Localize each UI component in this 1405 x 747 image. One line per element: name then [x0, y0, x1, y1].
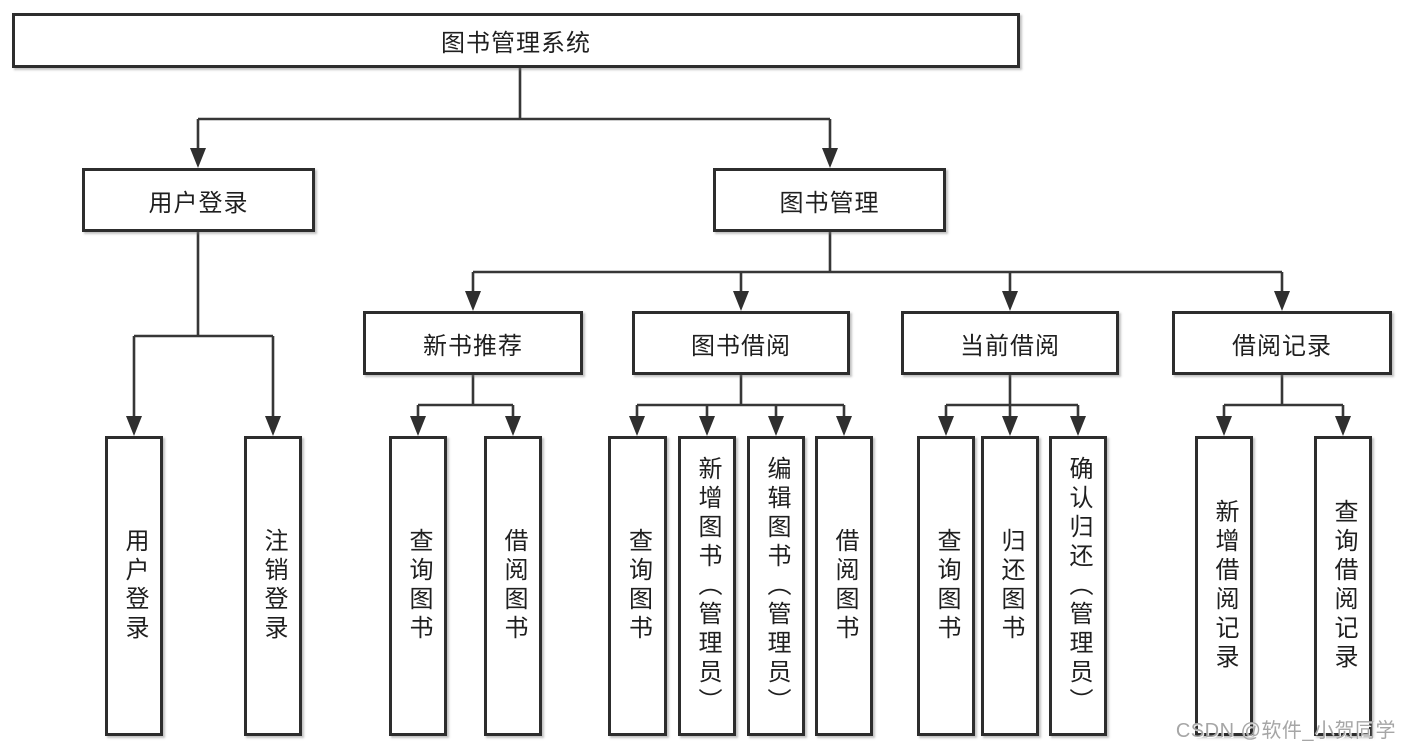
leaf-add-book-admin: 新增图书（管理员）	[678, 436, 736, 736]
arrowhead	[1002, 416, 1018, 436]
leaf-query-book-recommend: 查询图书	[389, 436, 447, 736]
arrowhead	[265, 416, 281, 436]
connector-current-borrow-to-children	[938, 375, 1086, 436]
leaf-add-borrow-record: 新增借阅记录	[1195, 436, 1253, 736]
arrowhead	[733, 291, 749, 311]
node-root-library-system: 图书管理系统	[12, 13, 1020, 68]
arrowhead	[126, 416, 142, 436]
node-user-login: 用户登录	[82, 168, 315, 232]
leaf-confirm-return-admin: 确认归还（管理员）	[1049, 436, 1107, 736]
arrowhead	[190, 148, 206, 168]
arrowhead	[836, 416, 852, 436]
leaf-logout-login: 注销登录	[244, 436, 302, 736]
arrowhead	[410, 416, 426, 436]
arrowhead	[1335, 416, 1351, 436]
leaf-user-login: 用户登录	[105, 436, 163, 736]
connector-user-login-to-children	[126, 232, 281, 436]
arrowhead	[1274, 291, 1290, 311]
arrowhead	[938, 416, 954, 436]
arrowhead	[629, 416, 645, 436]
arrowhead	[505, 416, 521, 436]
arrowhead	[1070, 416, 1086, 436]
leaf-borrow-book-recommend: 借阅图书	[484, 436, 542, 736]
connector-borrow-records-to-children	[1216, 375, 1351, 436]
arrowhead	[1216, 416, 1232, 436]
leaf-return-book: 归还图书	[981, 436, 1039, 736]
leaf-edit-book-admin: 编辑图书（管理员）	[747, 436, 805, 736]
arrowhead	[768, 416, 784, 436]
node-book-management: 图书管理	[713, 168, 946, 232]
node-book-borrow: 图书借阅	[632, 311, 850, 375]
node-borrow-records: 借阅记录	[1172, 311, 1392, 375]
arrowhead	[1002, 291, 1018, 311]
leaf-borrow-book: 借阅图书	[815, 436, 873, 736]
connector-root-to-level2	[190, 68, 838, 168]
arrowhead	[822, 148, 838, 168]
node-new-book-recommend: 新书推荐	[363, 311, 583, 375]
connector-new-book-recommend-to-children	[410, 375, 521, 436]
csdn-watermark: CSDN @软件_小贺同学	[1175, 720, 1396, 742]
leaf-query-borrow-record: 查询借阅记录	[1314, 436, 1372, 736]
connector-book-management-to-level3	[465, 232, 1290, 311]
connector-book-borrow-to-children	[629, 375, 852, 436]
arrowhead	[465, 291, 481, 311]
node-current-borrow: 当前借阅	[901, 311, 1119, 375]
arrowhead	[699, 416, 715, 436]
leaf-query-book-current: 查询图书	[917, 436, 975, 736]
leaf-query-book-borrow: 查询图书	[608, 436, 667, 736]
